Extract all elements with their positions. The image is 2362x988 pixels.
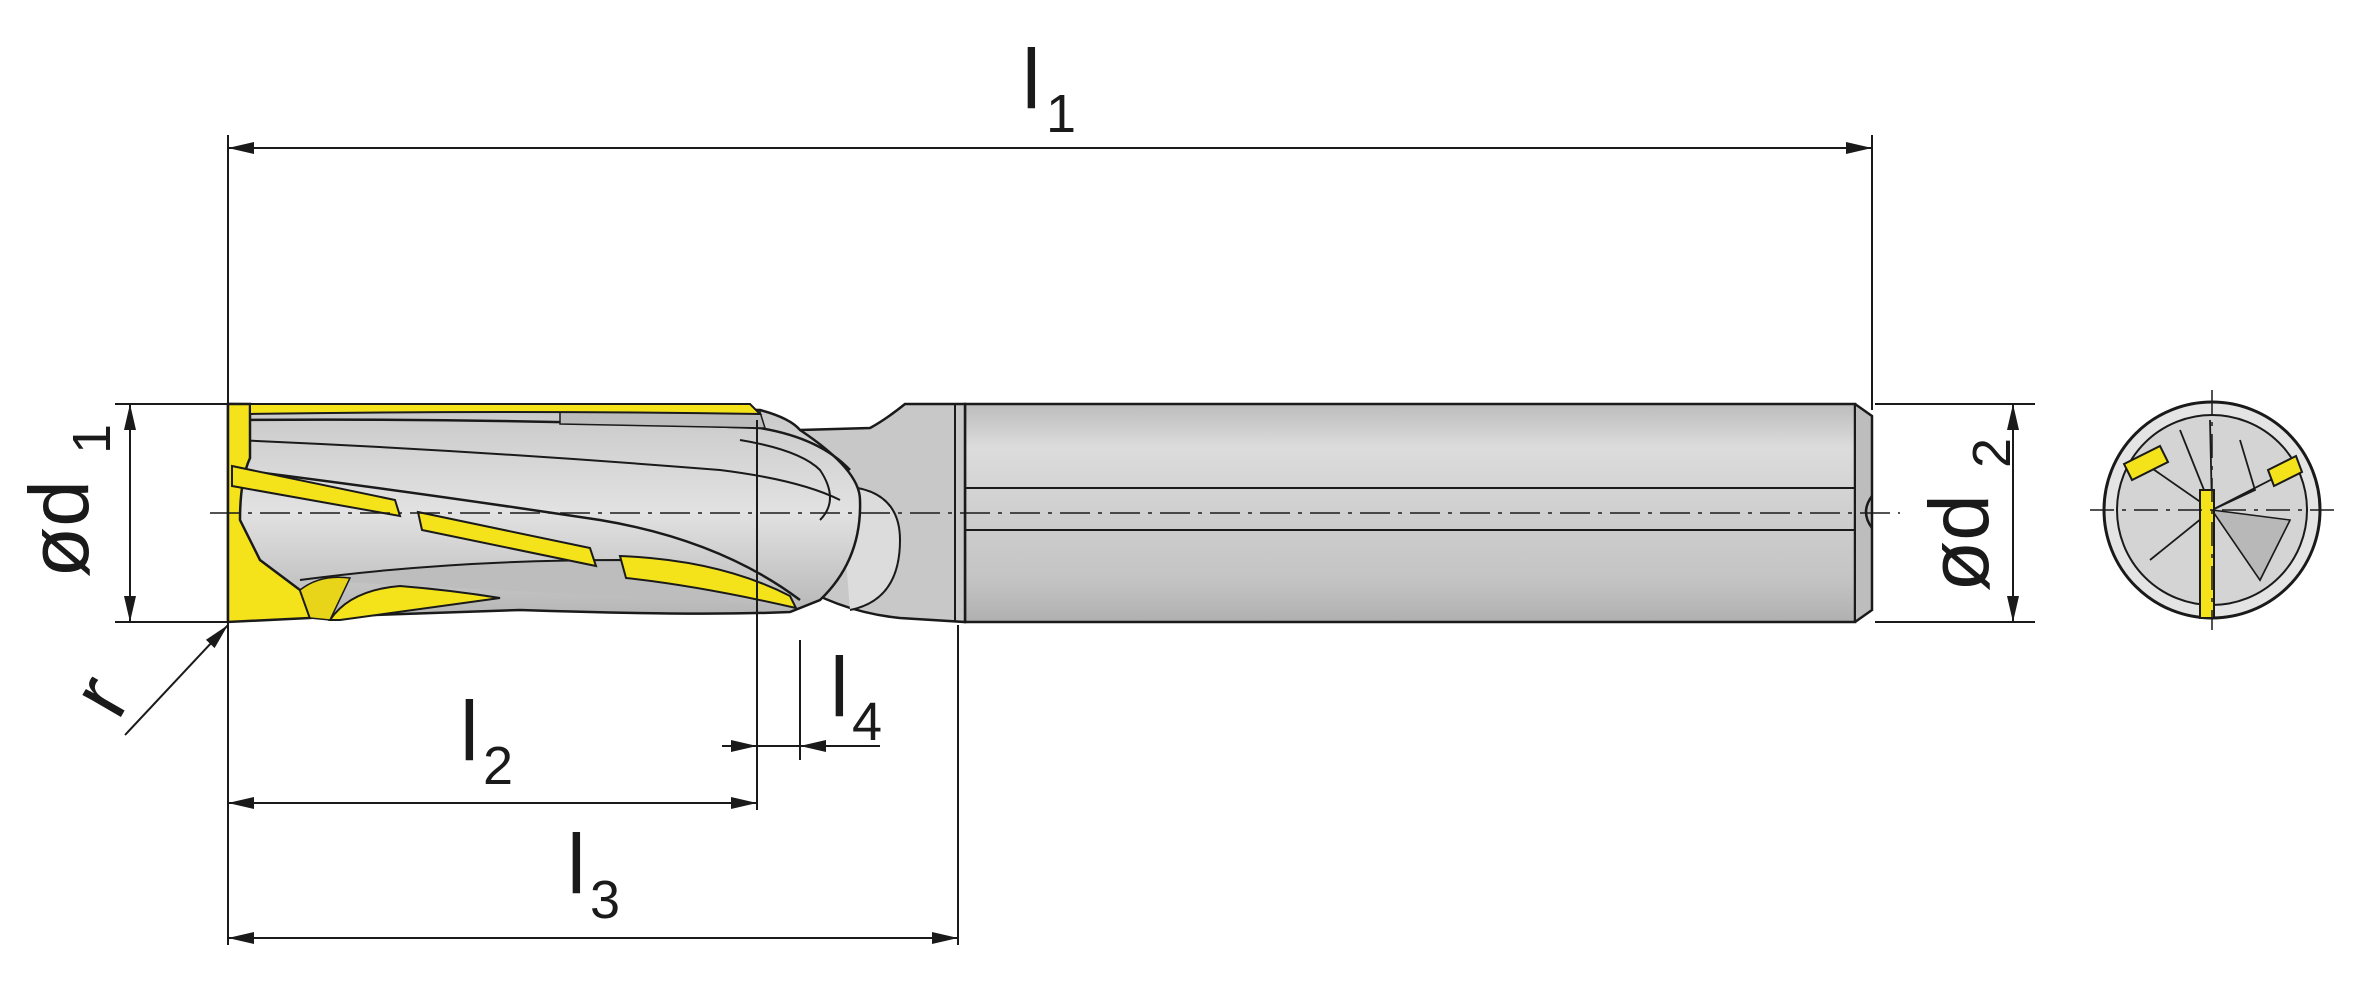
label-r-main: r [52, 660, 147, 731]
end-view-insert-1 [2122, 444, 2170, 482]
label-l1: l 1 [1022, 32, 1076, 144]
end-view-insert-2 [2266, 454, 2304, 488]
label-d2: ød 2 [1912, 438, 2022, 592]
label-d1: ød 1 [12, 424, 122, 578]
label-l1-sub: 1 [1046, 84, 1076, 144]
insert-top [249, 403, 763, 416]
label-l4-sub: 4 [852, 692, 882, 752]
label-d2-sub: 2 [1962, 438, 2022, 468]
dim-line-r [124, 624, 229, 736]
insert-strip-3 [618, 554, 798, 610]
end-mill-end-view-icon [2090, 390, 2335, 630]
end-view-insert-3 [2199, 489, 2215, 619]
label-l3-sub: 3 [590, 870, 620, 930]
label-l2-main: l [460, 684, 479, 778]
dimension-lines [115, 135, 2035, 945]
insert-strip-2 [416, 510, 598, 568]
end-view-facet-shade [2210, 509, 2292, 582]
insert-strip-1 [231, 464, 402, 518]
label-l4-main: l [830, 640, 849, 734]
label-l1-main: l [1022, 32, 1041, 126]
label-l3: l 3 [567, 817, 620, 930]
flute-5 [739, 439, 831, 521]
shank-notch [1864, 495, 1874, 529]
label-l3-main: l [567, 817, 586, 911]
label-d2-main: ød [1912, 494, 2006, 592]
label-d1-main: ød [12, 480, 106, 578]
label-d1-sub: 1 [62, 424, 122, 454]
label-r: r [52, 660, 147, 731]
insert-bottom-1 [328, 584, 501, 621]
end-mill-side-view-icon [210, 402, 1900, 624]
label-l2: l 2 [460, 684, 513, 796]
flute-2 [234, 439, 841, 501]
insert-bottom-2 [299, 576, 352, 621]
label-l4: l 4 [830, 640, 882, 752]
flute-3 [239, 468, 801, 602]
label-l2-sub: 2 [483, 736, 513, 796]
